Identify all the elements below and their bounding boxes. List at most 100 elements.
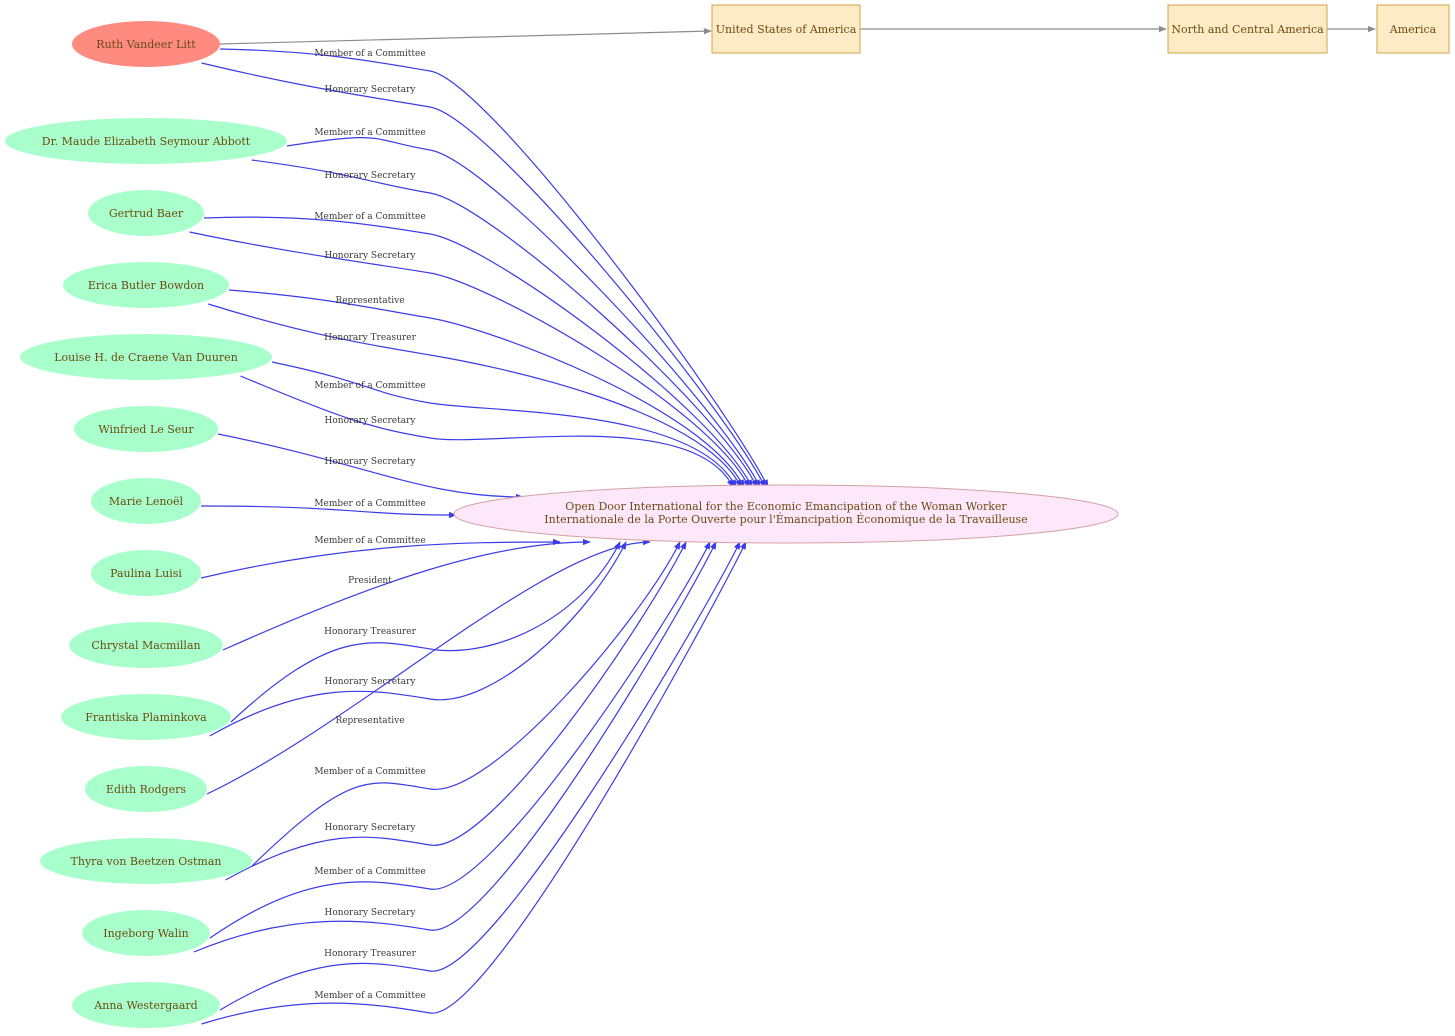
person-name: Marie Lenoël	[109, 495, 184, 508]
role-edge	[217, 433, 524, 501]
role-edge	[200, 505, 457, 519]
role-edge	[201, 541, 747, 1025]
person-node-shape	[72, 21, 220, 67]
person-node[interactable]: Ruth Vandeer Litt	[72, 21, 220, 67]
person-node[interactable]: Thyra von Beetzen Ostman	[40, 838, 252, 884]
role-edge	[251, 541, 681, 867]
person-node-shape	[91, 550, 201, 596]
person-node-shape	[74, 406, 218, 452]
person-node-shape	[69, 622, 223, 668]
role-edge	[251, 159, 758, 488]
place-node-shape	[1167, 4, 1328, 54]
person-node[interactable]: Chrystal Macmillan	[69, 622, 223, 668]
person-name: Anna Westergaard	[93, 999, 197, 1012]
person-name: Frantiska Plaminkova	[85, 711, 207, 724]
role-edge-label: Honorary Secretary	[325, 85, 417, 95]
organization-node-shape	[453, 484, 1119, 544]
person-name: Winfried Le Seur	[98, 423, 194, 436]
person-node[interactable]: Erica Butler Bowdon	[63, 262, 229, 308]
role-edge	[219, 48, 769, 488]
person-node-shape	[20, 334, 272, 380]
role-edge-label: Honorary Treasurer	[324, 333, 416, 343]
role-edge-label: Representative	[335, 296, 404, 306]
person-node[interactable]: Gertrud Baer	[88, 190, 204, 236]
person-node-shape	[82, 910, 210, 956]
person-node[interactable]: Ingeborg Walin	[82, 910, 210, 956]
organization-name-french: Internationale de la Porte Ouverte pour …	[544, 512, 1027, 526]
place-name: United States of America	[716, 23, 857, 36]
person-node[interactable]: Anna Westergaard	[72, 982, 220, 1028]
role-edge-label: Honorary Secretary	[325, 171, 417, 181]
role-edge-label: Member of a Committee	[314, 49, 425, 59]
role-edge	[209, 541, 627, 737]
role-edge	[203, 216, 753, 488]
role-edge-label: Member of a Committee	[314, 867, 425, 877]
role-edge-label: President	[348, 576, 392, 586]
role-edge-label: Member of a Committee	[314, 128, 425, 138]
role-edge	[230, 541, 621, 723]
role-edge-label: Honorary Secretary	[325, 823, 417, 833]
person-node-shape	[5, 118, 287, 164]
place-node-shape	[1376, 4, 1450, 54]
person-name: Chrystal Macmillan	[91, 639, 200, 652]
place-node[interactable]: America	[1376, 4, 1450, 54]
role-edge-label: Honorary Secretary	[325, 457, 417, 467]
role-edge	[209, 541, 711, 939]
person-name: Dr. Maude Elizabeth Seymour Abbott	[42, 135, 251, 148]
location-edge	[218, 27, 712, 45]
person-name: Louise H. de Craene Van Duuren	[54, 351, 238, 364]
person-name: Erica Butler Bowdon	[88, 279, 204, 292]
person-node-shape	[40, 838, 252, 884]
person-node[interactable]: Edith Rodgers	[85, 766, 207, 812]
role-edge	[240, 375, 734, 488]
role-edge	[228, 289, 745, 488]
person-node[interactable]: Paulina Luisi	[91, 550, 201, 596]
role-edge	[206, 538, 651, 795]
place-node-shape	[711, 4, 861, 54]
person-node[interactable]: Frantiska Plaminkova	[61, 694, 231, 740]
person-name: Edith Rodgers	[106, 783, 186, 796]
role-edge	[208, 303, 742, 488]
role-edge-label: Member of a Committee	[314, 536, 425, 546]
role-edge-label: Representative	[335, 716, 404, 726]
role-edge	[201, 62, 766, 488]
role-edge	[219, 541, 741, 1011]
role-edge	[193, 541, 717, 953]
organization-node[interactable]: Open Door International for the Economic…	[453, 484, 1119, 544]
person-node-shape	[91, 478, 201, 524]
role-edge	[200, 538, 561, 579]
person-name: Gertrud Baer	[109, 207, 184, 220]
role-edge-label: Member of a Committee	[314, 499, 425, 509]
role-edge-label: Member of a Committee	[314, 767, 425, 777]
role-edge	[189, 231, 750, 488]
organization-name: Open Door International for the Economic…	[565, 500, 1007, 513]
role-edge	[286, 137, 761, 488]
role-edge	[271, 361, 737, 488]
person-node-shape	[63, 262, 229, 308]
role-edge-label: Member of a Committee	[314, 212, 425, 222]
role-edge-label: Honorary Secretary	[325, 416, 417, 426]
role-edge-label: Honorary Secretary	[325, 677, 417, 687]
person-name: Ruth Vandeer Litt	[96, 38, 196, 51]
role-edge-label: Member of a Committee	[314, 991, 425, 1001]
place-node[interactable]: United States of America	[711, 4, 861, 54]
person-name: Paulina Luisi	[110, 567, 182, 580]
person-name: Ingeborg Walin	[103, 927, 188, 940]
role-edge-label: Honorary Treasurer	[324, 627, 416, 637]
person-name: Thyra von Beetzen Ostman	[71, 855, 222, 868]
person-node[interactable]: Winfried Le Seur	[74, 406, 218, 452]
place-name: America	[1389, 23, 1437, 36]
person-node-shape	[88, 190, 204, 236]
role-edge-label: Member of a Committee	[314, 381, 425, 391]
person-node[interactable]: Louise H. de Craene Van Duuren	[20, 334, 272, 380]
person-node-shape	[72, 982, 220, 1028]
person-node-shape	[85, 766, 207, 812]
role-edge	[222, 538, 591, 651]
place-node[interactable]: North and Central America	[1167, 4, 1328, 54]
role-edge	[225, 541, 687, 881]
role-edge-label: Honorary Treasurer	[324, 949, 416, 959]
person-node[interactable]: Marie Lenoël	[91, 478, 201, 524]
person-node[interactable]: Dr. Maude Elizabeth Seymour Abbott	[5, 118, 287, 164]
role-edge-label: Honorary Secretary	[325, 908, 417, 918]
